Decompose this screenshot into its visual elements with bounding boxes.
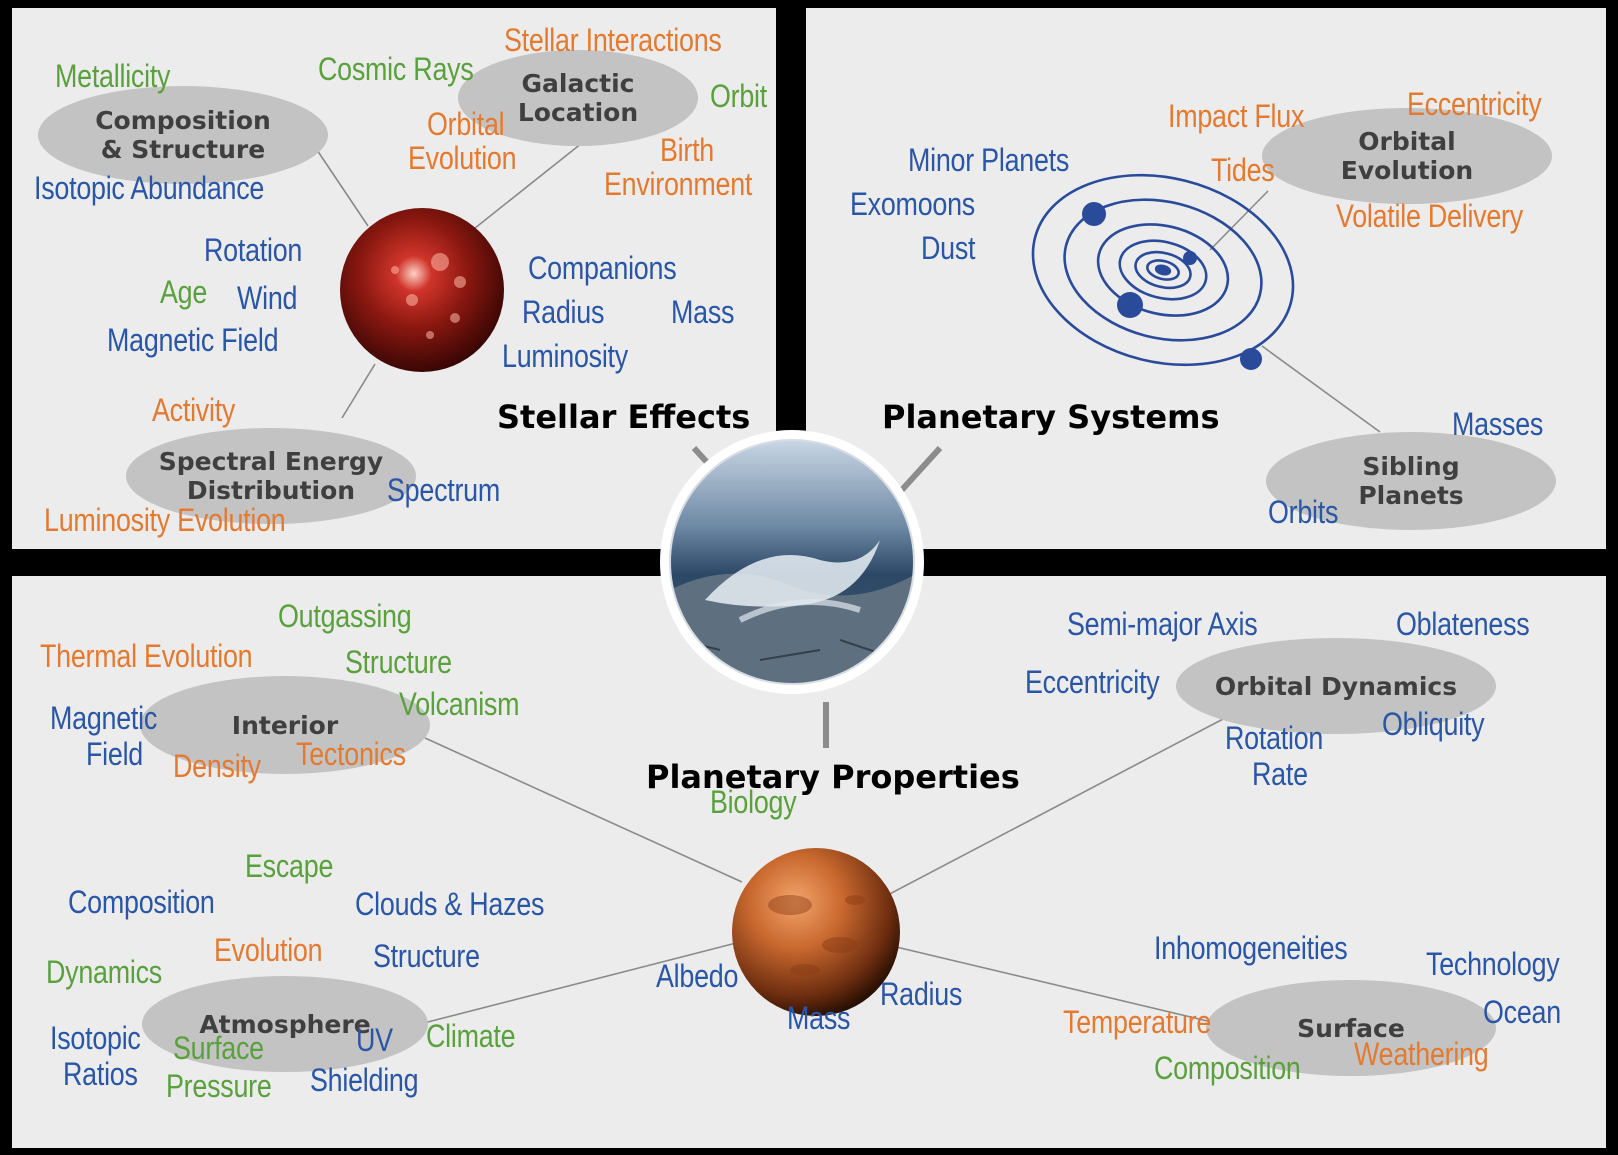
section-title-planetary-systems: Planetary Systems — [882, 398, 1220, 436]
label-age: Age — [160, 274, 208, 310]
label-dust: Dust — [921, 230, 976, 266]
connector-sibling — [1261, 345, 1381, 433]
label-magnetic-field-stellar: Magnetic Field — [107, 322, 279, 358]
label-activity: Activity — [152, 392, 236, 428]
node-composition-structure: Composition & Structure — [38, 86, 328, 184]
label-minor-planets: Minor Planets — [908, 142, 1070, 178]
label-semi-major-axis: Semi-major Axis — [1067, 606, 1258, 642]
label-albedo: Albedo — [656, 958, 739, 994]
orbit-planets — [1082, 202, 1262, 370]
label-tides: Tides — [1211, 152, 1275, 188]
connector-systems-title — [897, 445, 943, 495]
node-spectral-energy-distribution: Spectral Energy Distribution — [126, 428, 416, 524]
label-radius-planet: Radius — [880, 976, 963, 1012]
node-surface: Surface — [1206, 980, 1496, 1076]
label-outgassing: Outgassing — [278, 598, 412, 634]
node-orbital-evolution: Orbital Evolution — [1262, 108, 1552, 204]
orbit-system-diagram — [1031, 173, 1295, 367]
label-rotation-dynamics: Rotation — [1225, 720, 1324, 756]
label-temperature: Temperature — [1063, 1004, 1212, 1040]
label-surface-pressure-1: Surface — [173, 1030, 264, 1066]
label-shielding: Shielding — [310, 1062, 419, 1098]
label-density: Density — [173, 748, 261, 784]
connector-orbital-evolution — [1209, 190, 1269, 251]
label-uv: UV — [356, 1022, 393, 1058]
label-inhomogeneities: Inhomogeneities — [1154, 930, 1348, 966]
label-environment: Environment — [604, 166, 753, 202]
label-rate: Rate — [1252, 756, 1308, 792]
label-weathering: Weathering — [1354, 1036, 1489, 1072]
label-biology: Biology — [710, 784, 797, 820]
connector-galactic — [464, 142, 583, 237]
label-mass-stellar: Mass — [671, 294, 735, 330]
label-field: Field — [86, 736, 144, 772]
connector-composition — [314, 146, 369, 227]
label-ratios: Ratios — [63, 1056, 138, 1092]
label-radius-stellar: Radius — [522, 294, 605, 330]
section-title-planetary-properties: Planetary Properties — [646, 758, 1020, 796]
label-structure-interior: Structure — [345, 644, 452, 680]
section-title-stellar-effects: Stellar Effects — [497, 398, 751, 436]
label-evolution-atmosphere: Evolution — [214, 932, 323, 968]
connector-surface — [891, 945, 1221, 1025]
label-exomoons: Exomoons — [850, 186, 975, 222]
label-luminosity: Luminosity — [502, 338, 628, 374]
label-climate: Climate — [426, 1018, 516, 1054]
connector-interior — [424, 737, 743, 883]
label-stellar-interactions: Stellar Interactions — [504, 22, 722, 58]
label-volatile-delivery: Volatile Delivery — [1336, 198, 1523, 234]
label-thermal-evolution: Thermal Evolution — [40, 638, 253, 674]
label-spectrum: Spectrum — [387, 472, 501, 508]
label-isotopic-abundance: Isotopic Abundance — [34, 170, 265, 206]
connector-atmosphere — [419, 941, 741, 1025]
label-structure-atmosphere: Structure — [373, 938, 480, 974]
label-magnetic: Magnetic — [50, 700, 158, 736]
label-impact-flux: Impact Flux — [1168, 98, 1305, 134]
label-eccentricity-dynamics: Eccentricity — [1025, 664, 1160, 700]
label-technology: Technology — [1426, 946, 1560, 982]
label-oblateness: Oblateness — [1396, 606, 1530, 642]
label-cosmic-rays: Cosmic Rays — [318, 51, 474, 87]
exoplanet-image — [732, 848, 900, 1016]
label-mass-planet: Mass — [787, 1000, 851, 1036]
star-image — [340, 208, 504, 372]
node-orbital-dynamics: Orbital Dynamics — [1176, 638, 1496, 734]
node-sibling-planets: Sibling Planets — [1266, 432, 1556, 530]
label-surface-pressure-2: Pressure — [166, 1068, 272, 1104]
label-ocean: Ocean — [1483, 994, 1561, 1030]
connector-orbital-dynamics — [881, 717, 1226, 899]
label-isotopic: Isotopic — [50, 1020, 141, 1056]
label-dynamics: Dynamics — [46, 954, 162, 990]
label-masses: Masses — [1452, 406, 1544, 442]
label-orbits: Orbits — [1268, 494, 1339, 530]
label-composition-surface: Composition — [1154, 1050, 1301, 1086]
connector-spectral — [341, 363, 376, 419]
label-rotation: Rotation — [204, 232, 303, 268]
label-obliquity: Obliquity — [1382, 706, 1485, 742]
label-tectonics: Tectonics — [296, 736, 406, 772]
label-luminosity-evolution: Luminosity Evolution — [44, 502, 286, 538]
node-galactic-location: Galactic Location — [458, 50, 698, 146]
label-composition-atmosphere: Composition — [68, 884, 215, 920]
label-birth: Birth — [660, 132, 715, 168]
label-orbital-evolution-text: Evolution — [408, 140, 517, 176]
label-metallicity: Metallicity — [55, 58, 171, 94]
node-atmosphere: Atmosphere — [142, 976, 428, 1072]
label-escape: Escape — [245, 848, 334, 884]
label-volcanism: Volcanism — [399, 686, 520, 722]
label-wind: Wind — [237, 280, 298, 316]
central-earth-image — [660, 430, 924, 694]
label-companions: Companions — [528, 250, 677, 286]
label-orbital: Orbital — [427, 106, 505, 142]
node-interior: Interior — [140, 676, 430, 774]
label-orbit: Orbit — [710, 78, 768, 114]
label-clouds-hazes: Clouds & Hazes — [355, 886, 545, 922]
label-eccentricity-systems: Eccentricity — [1407, 86, 1542, 122]
